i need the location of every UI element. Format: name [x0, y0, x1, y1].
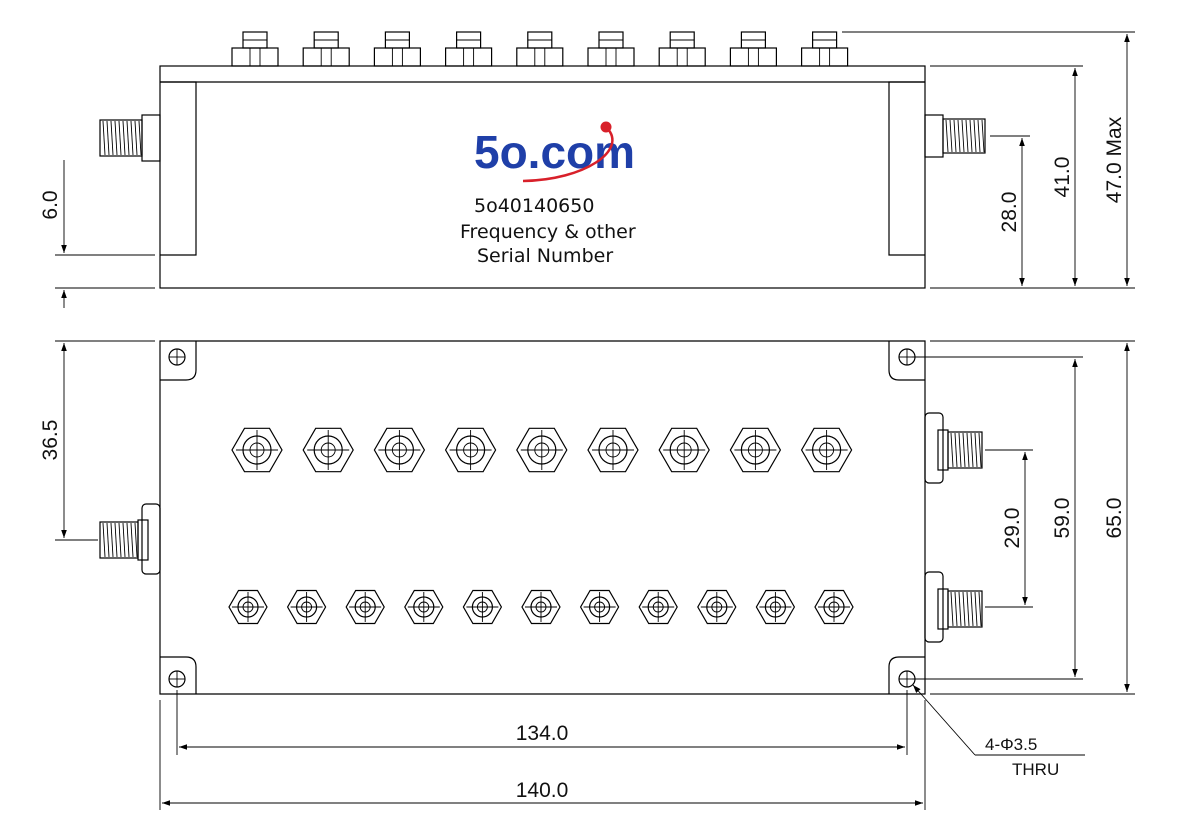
- brand-logo: 5o.com: [474, 121, 635, 183]
- large-nut-icon: [373, 427, 426, 473]
- logo-swoosh: [522, 127, 614, 183]
- large-tuning-nuts: [231, 427, 853, 473]
- large-nut-icon: [302, 427, 354, 473]
- dim-36-5: 36.5: [39, 420, 62, 461]
- plan-right-sma-connector-2: [924, 571, 983, 643]
- top-tuning-screw: [231, 31, 279, 67]
- thread-hatch: [945, 119, 985, 153]
- large-nut-icon: [516, 427, 568, 473]
- dim-29-0: 29.0: [1001, 508, 1024, 549]
- small-nut-icon: [814, 589, 854, 625]
- small-nut-icon: [579, 589, 620, 625]
- small-nut-icon: [404, 589, 444, 625]
- plan-body: [159, 340, 926, 695]
- top-tuning-screw: [516, 31, 564, 67]
- top-tuning-screw: [587, 31, 635, 67]
- hole-spec: 4-Φ3.5: [985, 735, 1037, 754]
- serial-label: Serial Number: [477, 245, 613, 267]
- dim-134-0: 134.0: [516, 722, 569, 745]
- hole-callout: 4-Φ3.5 THRU: [912, 684, 1085, 779]
- small-nut-icon: [755, 589, 796, 625]
- small-nut-icon: [286, 589, 327, 625]
- side-view: 5o.com 5o40140650 Frequency & other Seri…: [39, 31, 1135, 308]
- dim-6-0: 6.0: [39, 190, 62, 219]
- top-tuning-screw: [302, 31, 350, 67]
- large-nut-icon: [231, 427, 283, 473]
- frequency-label: Frequency & other: [460, 221, 636, 243]
- large-nut-icon: [587, 427, 639, 473]
- small-nut-icon: [462, 589, 503, 625]
- plan-left-sma-connector: [99, 503, 161, 575]
- small-nut-icon: [345, 589, 385, 625]
- small-nut-icon: [521, 589, 561, 625]
- thread-hatch: [950, 591, 982, 627]
- small-nut-icon: [697, 589, 737, 625]
- top-tuning-screw: [729, 31, 778, 67]
- small-tuning-nuts: [228, 589, 854, 625]
- small-nut-icon: [638, 589, 678, 625]
- dim-right-plan: 29.0 59.0 65.0: [912, 340, 1135, 695]
- large-nut-icon: [444, 427, 497, 473]
- thread-hatch: [102, 522, 138, 558]
- logo-dot: [600, 121, 612, 133]
- dim-28-0: 28.0: [998, 192, 1021, 233]
- dim-top-left: 6.0: [39, 160, 155, 308]
- large-nut-icon: [658, 427, 710, 473]
- hole-spec-thru: THRU: [1012, 760, 1059, 779]
- thread-hatch: [950, 432, 982, 468]
- dim-140-0: 140.0: [516, 779, 569, 802]
- hole-icon: [168, 348, 186, 366]
- dim-59-0: 59.0: [1051, 498, 1074, 539]
- large-nut-icon: [729, 427, 782, 473]
- top-tuning-screw: [800, 31, 849, 67]
- large-nut-icon: [800, 427, 853, 473]
- side-left-sma-connector: [99, 114, 161, 162]
- top-tuning-screw: [658, 31, 706, 67]
- dim-47-0-max: 47.0 Max: [1103, 116, 1126, 203]
- thread-hatch: [102, 120, 142, 156]
- dim-top-right: 28.0 41.0 47.0 Max: [842, 31, 1135, 289]
- model-number: 5o40140650: [474, 195, 594, 217]
- top-connectors: [231, 31, 849, 67]
- dim-bottom: 134.0 140.0: [159, 690, 926, 810]
- plan-view: 36.5 29.0 59.0 65.0 134.0 140.0: [39, 340, 1135, 810]
- hole-icon: [168, 670, 186, 688]
- small-nut-icon: [228, 589, 268, 625]
- dim-left-plan: 36.5: [39, 340, 155, 541]
- dim-65-0: 65.0: [1103, 498, 1126, 539]
- top-tuning-screw: [373, 31, 421, 67]
- side-right-sma-connector: [924, 114, 986, 158]
- top-tuning-screw: [445, 31, 493, 67]
- dim-41-0: 41.0: [1051, 157, 1074, 198]
- plan-right-sma-connector-1: [924, 412, 983, 484]
- mounting-holes: [168, 348, 916, 688]
